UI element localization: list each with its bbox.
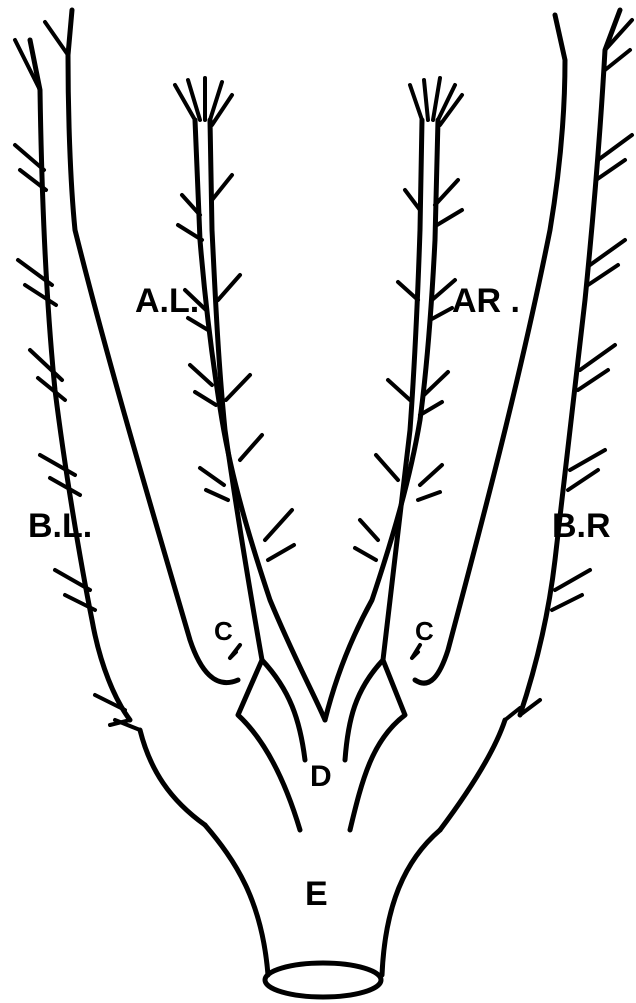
arrow-c-right bbox=[412, 645, 420, 658]
branch-bl bbox=[15, 10, 238, 825]
label-br: B.R bbox=[552, 507, 611, 545]
branch-ar bbox=[325, 78, 462, 830]
label-d: D bbox=[310, 760, 332, 793]
label-al: A.L. bbox=[135, 282, 199, 320]
branch-al bbox=[175, 78, 325, 830]
vessel-opening bbox=[265, 963, 381, 997]
label-bl: B.L. bbox=[28, 507, 92, 545]
branch-br bbox=[415, 10, 632, 830]
arrow-c-left bbox=[230, 645, 240, 658]
label-e: E bbox=[305, 875, 328, 913]
label-c-left: C bbox=[214, 616, 233, 646]
label-ar: AR . bbox=[452, 282, 520, 320]
label-c-right: C bbox=[415, 616, 434, 646]
